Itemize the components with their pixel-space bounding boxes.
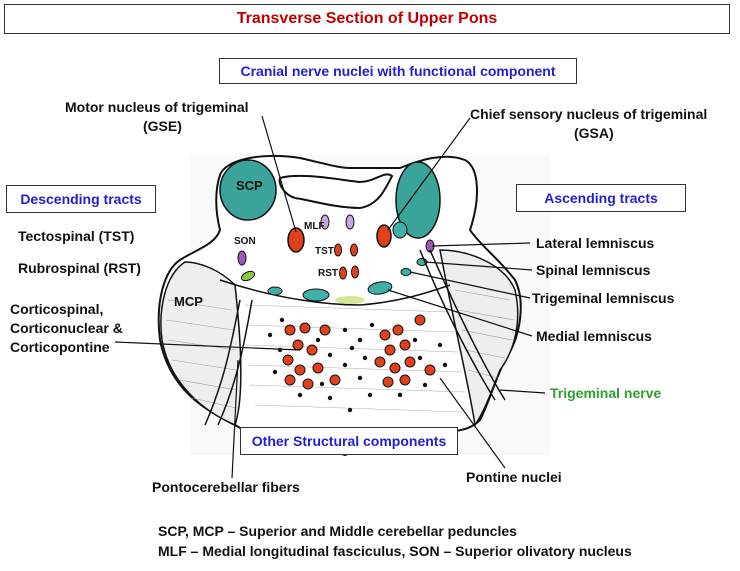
tectospinal-label: Tectospinal (TST) [18, 228, 135, 244]
mlf-label: MLF [304, 221, 325, 232]
footer-line1: SCP, MCP – Superior and Middle cerebella… [158, 523, 517, 539]
tegmentum-boundary [219, 279, 451, 306]
pontine-nuclei-label: Pontine nuclei [466, 469, 562, 485]
trigeminal-lemniscus-left [267, 286, 283, 296]
mcp-right [439, 249, 519, 428]
ascending-tracts-box: Ascending tracts [516, 184, 686, 212]
son-left [237, 250, 247, 266]
pontocerebellar-fibers [204, 299, 253, 426]
rst-label: RST [318, 268, 338, 279]
medial-lemniscus-left [302, 288, 330, 302]
cortico-line3: Corticopontine [10, 339, 110, 355]
midline-green [335, 296, 365, 304]
corticospinal-label: Corticospinal, Corticonuclear & Corticop… [10, 300, 123, 357]
medial-lemniscus-label: Medial lemniscus [536, 328, 652, 344]
chief-sensory-adjacent [392, 221, 408, 239]
cranial-nerve-box: Cranial nerve nuclei with functional com… [219, 58, 577, 84]
son-label: SON [234, 236, 256, 247]
rubrospinal-label: Rubrospinal (RST) [18, 260, 141, 276]
lateral-lemniscus-label: Lateral lemniscus [536, 235, 655, 251]
spinal-lemniscus-label: Spinal lemniscus [536, 262, 651, 278]
mcp-right-hatching [454, 289, 515, 379]
medial-lemniscus-right [367, 281, 393, 295]
cortico-line1: Corticospinal, [10, 301, 104, 317]
footer-line2: MLF – Medial longitudinal fasciculus, SO… [158, 543, 632, 559]
pontocerebellar-label: Pontocerebellar fibers [152, 479, 300, 495]
mcp-label: MCP [174, 294, 203, 309]
scp-left-peduncle [219, 159, 277, 221]
mcp-left [160, 261, 242, 427]
descending-tracts-box: Descending tracts [6, 185, 156, 213]
page-title: Transverse Section of Upper Pons [4, 4, 730, 34]
corticospinal-bundles [282, 314, 436, 390]
motor-nucleus-line2: (GSE) [143, 118, 182, 134]
chief-sensory-nucleus [376, 224, 392, 248]
cortico-line2: Corticonuclear & [10, 320, 123, 336]
chief-sensory-line1: Chief sensory nucleus of trigeminal [470, 106, 708, 122]
chief-sensory-label: Chief sensory nucleus of trigeminal (GSA… [470, 105, 707, 143]
mlf-right [345, 214, 355, 230]
tst-label: TST [315, 246, 334, 257]
scp-label: SCP [236, 178, 263, 193]
pontine-nuclei-dots [267, 317, 448, 413]
motor-nucleus-line1: Motor nucleus of trigeminal [65, 99, 249, 115]
other-structures-box: Other Structural components [240, 427, 458, 455]
motor-nucleus-label: Motor nucleus of trigeminal (GSE) [65, 98, 249, 136]
tst-rst-nuclei [334, 243, 359, 280]
motor-nucleus-trigeminal [287, 227, 305, 253]
spinal-lemniscus-right-2 [400, 268, 412, 276]
chief-sensory-line2: (GSA) [574, 125, 614, 141]
trigeminal-nerve-label: Trigeminal nerve [550, 385, 662, 401]
lateral-lemniscus-left [240, 270, 256, 282]
fourth-ventricle [278, 173, 394, 210]
trigeminal-lemniscus-label: Trigeminal lemniscus [532, 290, 675, 306]
mlf-left [320, 214, 330, 230]
trigeminal-nerve-fibers [419, 249, 506, 401]
scp-right-peduncle [395, 161, 441, 239]
pointer-lines [114, 115, 546, 479]
